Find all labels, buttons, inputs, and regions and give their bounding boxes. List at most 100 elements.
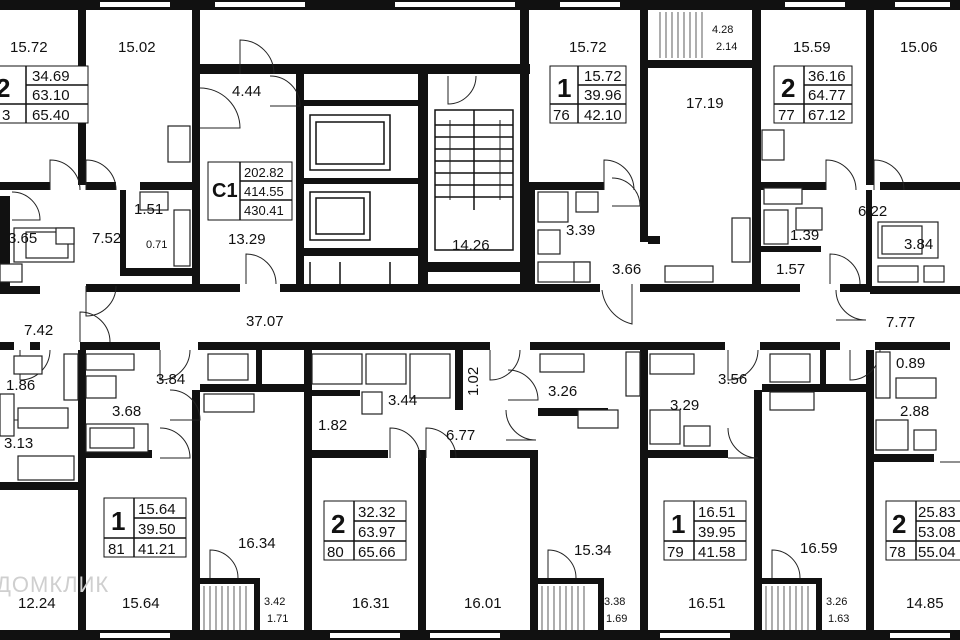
room-area: 15.59 <box>793 39 831 56</box>
interior-walls <box>0 10 960 640</box>
balcony-area: 1.71 <box>267 613 288 625</box>
room-area: 14.26 <box>452 237 490 254</box>
apartment-info-box: 2 3 34.69 63.10 65.40 <box>0 65 89 124</box>
balcony-hatching <box>203 12 809 630</box>
room-area: 17.19 <box>686 95 724 112</box>
room-area: 15.64 <box>122 595 160 612</box>
room-area: 3.84 <box>904 236 933 253</box>
room-area: 3.84 <box>156 371 185 388</box>
room-area-labels: 15.72 15.02 15.72 15.59 15.06 4.44 17.19… <box>4 39 944 612</box>
apartment-total-area: 39.50 <box>138 521 176 538</box>
apartment-total-area: 53.08 <box>918 524 956 541</box>
apartment-number: 80 <box>327 544 344 561</box>
room-area: 6.77 <box>446 427 475 444</box>
common-area-info-box: С1 202.82 414.55 430.41 <box>207 161 293 221</box>
room-area: 1.02 <box>465 367 482 396</box>
room-area: 3.44 <box>388 392 417 409</box>
apartment-living-area: 16.51 <box>698 504 736 521</box>
apartment-rooms: 2 <box>331 509 345 539</box>
apartment-rooms: 1 <box>557 73 571 103</box>
room-area: 4.44 <box>232 83 261 100</box>
room-area: 16.01 <box>464 595 502 612</box>
apartment-rooms: 2 <box>0 73 10 103</box>
elevators <box>309 114 391 284</box>
bathroom-fixtures <box>0 125 945 481</box>
room-area: 37.07 <box>246 313 284 330</box>
apartment-rooms: 2 <box>892 509 906 539</box>
apartment-full-area: 41.58 <box>698 544 736 561</box>
room-area: 3.39 <box>566 222 595 239</box>
room-area: 1.57 <box>776 261 805 278</box>
room-area: 15.06 <box>900 39 938 56</box>
room-area: 16.51 <box>688 595 726 612</box>
common-living-area: 202.82 <box>244 165 284 180</box>
room-area: 0.71 <box>146 239 167 251</box>
apartment-info-box: 1 76 15.72 39.96 42.10 <box>549 65 627 124</box>
common-full-area: 430.41 <box>244 203 284 218</box>
common-total-area: 414.55 <box>244 184 284 199</box>
stairwell <box>434 109 514 251</box>
apartment-total-area: 63.97 <box>358 524 396 541</box>
room-area: 15.34 <box>574 542 612 559</box>
apartment-full-area: 55.04 <box>918 544 956 561</box>
room-area: 3.68 <box>112 403 141 420</box>
common-area-label: С1 <box>212 180 238 202</box>
room-area: 7.52 <box>92 230 121 247</box>
room-area: 16.31 <box>352 595 390 612</box>
room-area: 1.86 <box>6 377 35 394</box>
apartment-info-box: 2 78 25.83 53.08 55.04 <box>885 500 960 561</box>
apartment-number: 76 <box>553 107 570 124</box>
room-area: 7.77 <box>886 314 915 331</box>
room-area: 3.29 <box>670 397 699 414</box>
room-area: 0.89 <box>896 355 925 372</box>
balcony-area: 3.42 <box>264 596 285 608</box>
balcony-area: 3.38 <box>604 596 625 608</box>
apartment-living-area: 15.64 <box>138 501 176 518</box>
room-area: 1.51 <box>134 201 163 218</box>
apartment-number: 79 <box>667 544 684 561</box>
room-area: 15.72 <box>10 39 48 56</box>
apartment-total-area: 39.95 <box>698 524 736 541</box>
doors <box>0 39 960 579</box>
apartment-number: 81 <box>108 541 125 558</box>
balcony-area: 1.63 <box>828 613 849 625</box>
apartment-living-area: 36.16 <box>808 68 846 85</box>
apartment-total-area: 63.10 <box>32 87 70 104</box>
apartment-number: 3 <box>2 107 10 124</box>
apartment-full-area: 42.10 <box>584 107 622 124</box>
apartment-info-box: 1 79 16.51 39.95 41.58 <box>663 500 747 561</box>
room-area: 12.24 <box>18 595 56 612</box>
apartment-full-area: 65.40 <box>32 107 70 124</box>
apartment-rooms: 1 <box>671 509 685 539</box>
room-area: 16.34 <box>238 535 276 552</box>
room-area: 16.59 <box>800 540 838 557</box>
room-area: 6.22 <box>858 203 887 220</box>
apartment-full-area: 41.21 <box>138 541 176 558</box>
room-area: 3.56 <box>718 371 747 388</box>
room-area: 3.65 <box>8 230 37 247</box>
apartment-rooms: 1 <box>111 506 125 536</box>
balcony-area: 4.28 <box>712 24 733 36</box>
apartment-info-box: 2 80 32.32 63.97 65.66 <box>323 500 407 561</box>
room-area: 14.85 <box>906 595 944 612</box>
apartment-full-area: 67.12 <box>808 107 846 124</box>
apartment-number: 78 <box>889 544 906 561</box>
apartment-total-area: 64.77 <box>808 87 846 104</box>
room-area: 1.39 <box>790 227 819 244</box>
room-area: 2.88 <box>900 403 929 420</box>
apartment-full-area: 65.66 <box>358 544 396 561</box>
apartment-living-area: 25.83 <box>918 504 956 521</box>
room-area: 7.42 <box>24 322 53 339</box>
room-area: 15.72 <box>569 39 607 56</box>
balcony-labels: 4.28 2.14 3.42 1.71 3.38 1.69 3.26 1.63 <box>264 24 849 625</box>
room-area: 3.13 <box>4 435 33 452</box>
watermark: ДОМКЛИК <box>0 572 109 597</box>
apartment-living-area: 32.32 <box>358 504 396 521</box>
balcony-area: 1.69 <box>606 613 627 625</box>
apartment-living-area: 15.72 <box>584 68 622 85</box>
room-area: 3.26 <box>548 383 577 400</box>
apartment-info-box: 1 81 15.64 39.50 41.21 <box>103 497 187 558</box>
room-area: 1.82 <box>318 417 347 434</box>
